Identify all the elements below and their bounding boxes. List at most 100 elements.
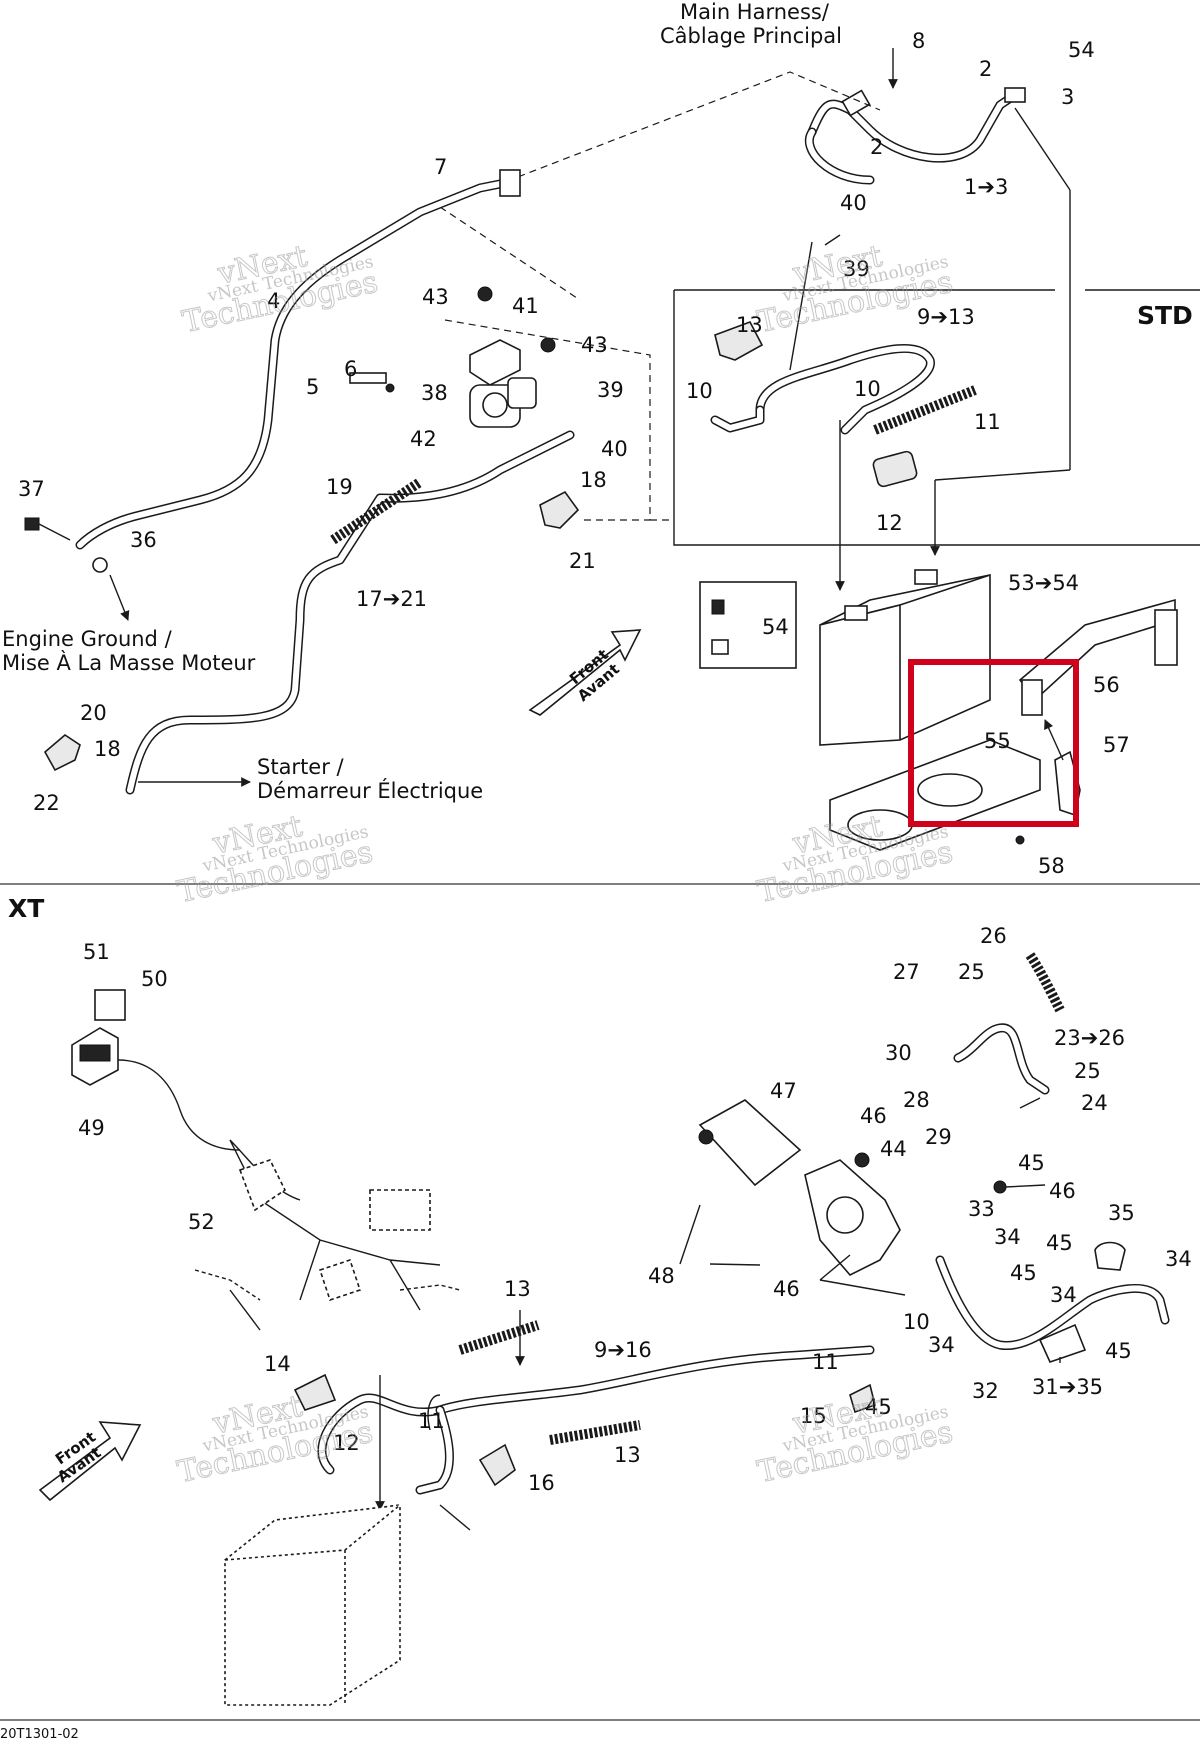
callout-std-2a: 2 — [870, 135, 883, 159]
callout-std-56: 56 — [1093, 673, 1120, 697]
callouts-xt: 9➔16 10 11 11 12 13 13 14 15 16 23➔26 24… — [78, 924, 1192, 1495]
battery-xt — [224, 1504, 401, 1706]
engine-ground-label-2: Mise À La Masse Moteur — [2, 650, 256, 675]
callout-std-54a: 54 — [762, 615, 789, 639]
main-harness-label-2: Câblage Principal — [660, 24, 842, 48]
section-std-label: STD — [1137, 301, 1193, 330]
callout-xt-25b: 25 — [1074, 1059, 1101, 1083]
callout-xt-25a: 25 — [958, 960, 985, 984]
callout-xt-30: 30 — [885, 1041, 912, 1065]
sleeve-19 — [330, 477, 423, 545]
callout-std-6: 6 — [344, 357, 357, 381]
strap-56 — [1018, 598, 1178, 817]
callout-xt-34c: 34 — [928, 1333, 955, 1357]
callout-std-13: 13 — [736, 313, 763, 337]
battery-tray-55 — [829, 739, 1041, 851]
callout-std-8: 8 — [912, 29, 925, 53]
dash-harness-2 — [439, 206, 581, 301]
callout-std-53-54: 53➔54 — [1008, 571, 1079, 595]
callout-std-40b: 40 — [840, 191, 867, 215]
callout-std-9-13: 9➔13 — [917, 305, 975, 329]
callout-xt-33: 33 — [968, 1197, 995, 1221]
callout-std-43b: 43 — [581, 333, 608, 357]
cable-4 — [75, 169, 521, 550]
callout-xt-48: 48 — [648, 1264, 675, 1288]
callout-std-12: 12 — [876, 511, 903, 535]
callout-std-17-21: 17➔21 — [356, 587, 427, 611]
callout-xt-27: 27 — [893, 960, 920, 984]
callout-xt-13a: 13 — [504, 1277, 531, 1301]
callout-std-11: 11 — [974, 410, 1001, 434]
callout-std-7: 7 — [434, 155, 447, 179]
callout-xt-32: 32 — [972, 1379, 999, 1403]
callout-std-43a: 43 — [422, 285, 449, 309]
callout-xt-11a: 11 — [812, 1350, 839, 1374]
xt-leaders — [679, 1097, 1061, 1363]
callout-xt-45d: 45 — [1105, 1339, 1132, 1363]
callout-std-10b: 10 — [854, 377, 881, 401]
std-box — [673, 289, 1200, 546]
callout-std-2b: 2 — [979, 57, 992, 81]
cable-17-21 — [125, 430, 575, 795]
callout-xt-10: 10 — [903, 1310, 930, 1334]
callout-xt-24: 24 — [1081, 1091, 1108, 1115]
dash-harness-1 — [439, 71, 881, 208]
callout-xt-35: 35 — [1108, 1201, 1135, 1225]
main-harness-label-1: Main Harness/ — [680, 0, 830, 24]
boot-21 — [539, 490, 580, 529]
callout-xt-52: 52 — [188, 1210, 215, 1234]
callout-xt-16: 16 — [528, 1471, 555, 1495]
callout-xt-28: 28 — [903, 1088, 930, 1112]
callout-xt-45e: 45 — [865, 1395, 892, 1419]
callout-xt-46c: 46 — [773, 1277, 800, 1301]
callout-xt-50: 50 — [141, 967, 168, 991]
callout-xt-13b: 13 — [614, 1443, 641, 1467]
callout-xt-14: 14 — [264, 1352, 291, 1376]
watermarks: vNext Technologies vNext Technologies vN… — [174, 238, 956, 1490]
xt-solenoid-47 — [698, 1099, 1007, 1276]
callout-xt-45c: 45 — [1010, 1261, 1037, 1285]
callout-std-3: 3 — [1061, 85, 1074, 109]
xt-harness-bundle — [194, 1139, 461, 1331]
front-arrow-std: Front Avant — [528, 629, 642, 716]
starter-label-1: Starter / — [257, 755, 345, 779]
callout-std-58: 58 — [1038, 854, 1065, 878]
callout-xt-26: 26 — [980, 924, 1007, 948]
callout-xt-15: 15 — [800, 1404, 827, 1428]
xt-dash-box — [427, 1394, 441, 1431]
callout-std-10a: 10 — [686, 379, 713, 403]
main-harness-cable-1 — [804, 87, 1026, 185]
xt-cable-9-16 — [293, 1320, 876, 1495]
callout-std-36: 36 — [130, 528, 157, 552]
callouts-std: 1➔3 2 2 3 4 5 6 7 8 9➔13 10 10 11 12 13 … — [18, 29, 1130, 878]
callout-xt-49: 49 — [78, 1116, 105, 1140]
callout-std-55: 55 — [984, 729, 1011, 753]
callout-std-4: 4 — [267, 289, 280, 313]
battery-std — [819, 569, 991, 746]
callout-xt-9-16: 9➔16 — [594, 1338, 652, 1362]
callout-xt-29: 29 — [925, 1125, 952, 1149]
callout-std-57: 57 — [1103, 733, 1130, 757]
callout-std-5: 5 — [306, 375, 319, 399]
callout-std-54b: 54 — [1068, 38, 1095, 62]
callout-xt-34d: 34 — [1165, 1247, 1192, 1271]
callout-xt-51: 51 — [83, 940, 110, 964]
section-xt-label: XT — [8, 894, 44, 923]
callout-xt-31-35: 31➔35 — [1032, 1375, 1103, 1399]
highlight-box-55 — [908, 659, 1079, 827]
callout-std-20: 20 — [80, 701, 107, 725]
callout-xt-44: 44 — [880, 1137, 907, 1161]
callout-std-39b: 39 — [843, 257, 870, 281]
front-arrow-xt: Front Avant — [38, 1421, 142, 1502]
dash-solenoid-box — [444, 319, 651, 521]
starter-solenoid — [349, 286, 556, 428]
reference-code: 20T1301-02 — [0, 1727, 79, 1742]
boot-20 — [43, 733, 81, 772]
callout-xt-45b: 45 — [1046, 1231, 1073, 1255]
cable-9-13-std — [710, 321, 977, 488]
callout-std-37: 37 — [18, 477, 45, 501]
callout-std-42: 42 — [410, 427, 437, 451]
callout-std-41: 41 — [512, 294, 539, 318]
callout-xt-34a: 34 — [994, 1225, 1021, 1249]
